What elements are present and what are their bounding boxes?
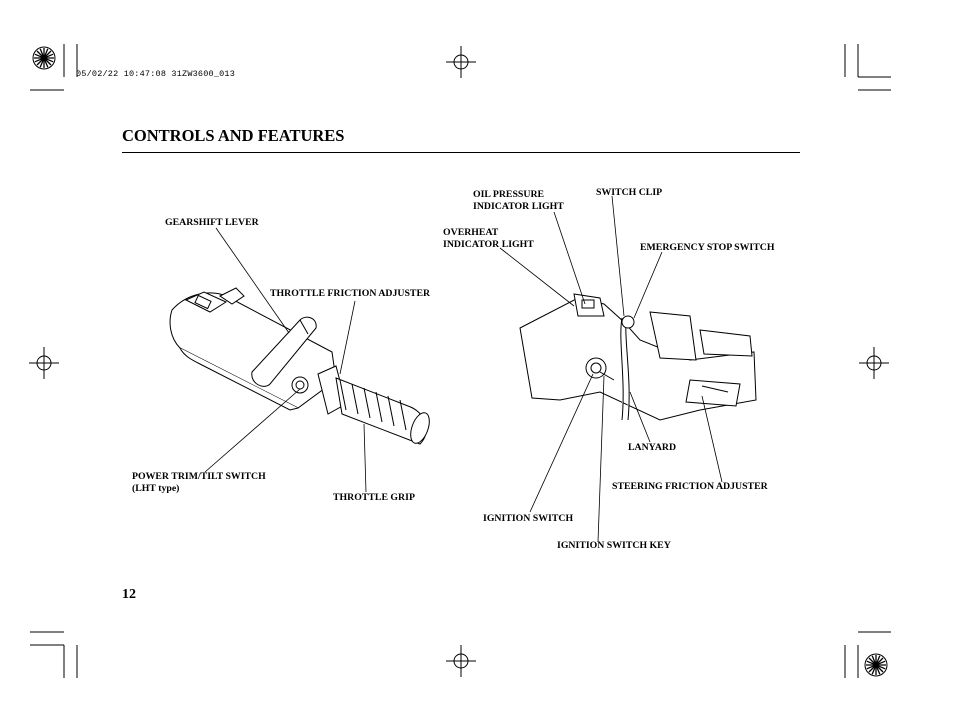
crop-mark-top-left xyxy=(30,44,78,91)
label-gearshift-lever: GEARSHIFT LEVER xyxy=(165,217,259,228)
crop-mark-bottom-right xyxy=(844,631,891,678)
label-ignition-switch-key: IGNITION SWITCH KEY xyxy=(557,540,671,551)
label-lanyard: LANYARD xyxy=(628,442,677,453)
label-emergency-stop-switch: EMERGENCY STOP SWITCH xyxy=(640,242,775,253)
registration-crosshair-bottom xyxy=(446,645,476,677)
label-overheat-indicator: OVERHEAT INDICATOR LIGHT xyxy=(443,227,534,250)
label-oil-pressure-indicator: OIL PRESSURE INDICATOR LIGHT xyxy=(473,189,564,212)
registration-crosshair-top xyxy=(446,46,476,78)
label-switch-clip: SWITCH CLIP xyxy=(596,187,663,198)
label-overheat-line2: INDICATOR LIGHT xyxy=(443,238,534,250)
label-steering-friction-adjuster: STEERING FRICTION ADJUSTER xyxy=(612,481,768,492)
tiller-handle-illustration xyxy=(169,287,430,445)
label-throttle-friction-adjuster: THROTTLE FRICTION ADJUSTER xyxy=(270,288,431,299)
page-number: 12 xyxy=(122,587,136,602)
print-stamp: 05/02/22 10:47:08 31ZW3600_013 xyxy=(76,69,236,79)
leader-lines xyxy=(204,195,723,543)
section-title: CONTROLS AND FEATURES xyxy=(122,126,345,145)
registration-crosshair-right xyxy=(859,347,889,379)
label-power-trim-line1: POWER TRIM/TILT SWITCH xyxy=(132,471,266,482)
label-oil-pressure-line1: OIL PRESSURE xyxy=(473,189,545,200)
label-overheat-line1: OVERHEAT xyxy=(443,227,499,238)
label-ignition-switch: IGNITION SWITCH xyxy=(483,513,574,524)
engine-cover-illustration xyxy=(519,293,757,421)
heading-rule xyxy=(122,152,800,153)
registration-starburst-top-left xyxy=(32,46,56,70)
label-throttle-grip: THROTTLE GRIP xyxy=(333,492,415,503)
registration-crosshair-left xyxy=(29,347,59,379)
label-power-trim-line2: (LHT type) xyxy=(132,482,180,494)
registration-starburst-bottom-right xyxy=(864,653,888,677)
label-power-trim-tilt-switch: POWER TRIM/TILT SWITCH (LHT type) xyxy=(132,471,266,494)
crop-mark-top-right xyxy=(844,44,891,91)
crop-mark-bottom-left xyxy=(30,631,78,678)
label-oil-pressure-line2: INDICATOR LIGHT xyxy=(473,200,564,212)
